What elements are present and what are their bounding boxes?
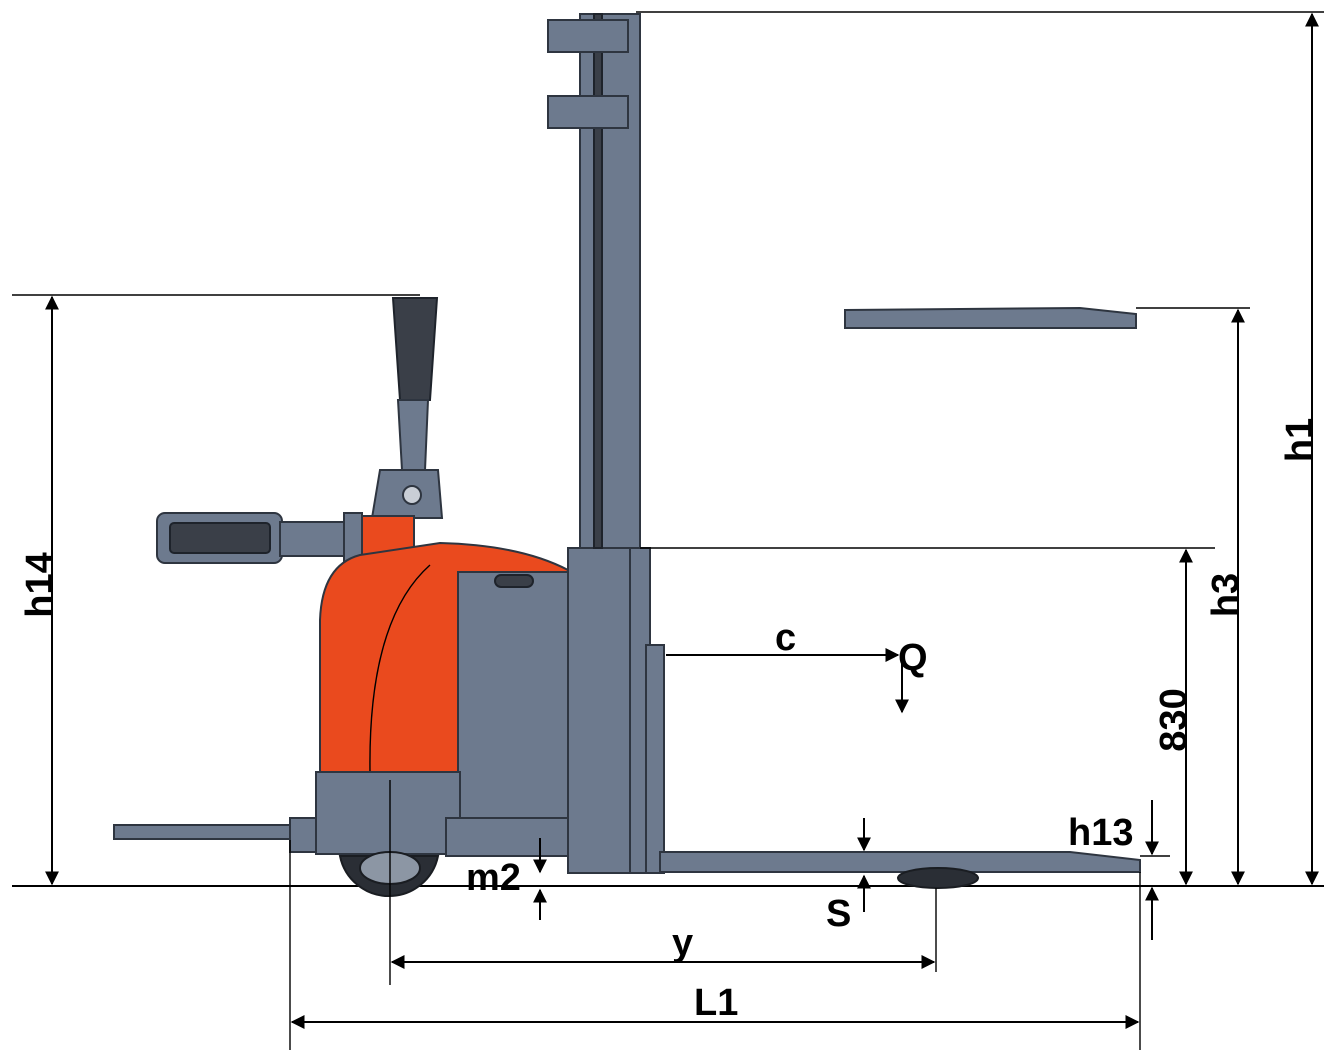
dim-h3: h3 — [1136, 307, 1250, 886]
dim-h13: h13 — [1068, 800, 1170, 940]
dim-830: 830 — [640, 547, 1215, 886]
label-y: y — [672, 922, 693, 964]
label-s: S — [826, 893, 851, 935]
fork-carriage — [645, 644, 665, 874]
drive-wheel — [338, 851, 440, 898]
label-m2: m2 — [466, 857, 521, 899]
raised-fork — [844, 306, 1137, 329]
operator-platform — [113, 824, 295, 840]
dim-s: S — [826, 818, 871, 935]
label-830: 830 — [1153, 688, 1195, 751]
dim-h14: h14 — [12, 294, 420, 886]
label-L1: L1 — [694, 982, 738, 1024]
ground-fork — [659, 851, 1141, 873]
chassis-skirt — [445, 817, 571, 857]
label-h13: h13 — [1068, 812, 1133, 854]
label-Q: Q — [898, 637, 928, 679]
hood-contour — [369, 564, 431, 773]
label-c: c — [775, 617, 796, 659]
stacker-truck — [113, 13, 1141, 898]
tiller-arm — [156, 512, 363, 564]
mast-base — [567, 547, 641, 874]
lower-chassis — [315, 771, 461, 855]
dim-c: c Q — [666, 617, 928, 714]
dim-h1: h1 — [636, 11, 1324, 886]
orange-hood — [319, 541, 569, 773]
dim-y: y — [389, 780, 937, 985]
steering-handle — [361, 297, 444, 559]
load-wheel — [897, 867, 979, 889]
label-h3: h3 — [1205, 573, 1247, 617]
label-h1: h1 — [1279, 418, 1321, 462]
cover-handle — [494, 574, 534, 588]
battery-cover — [457, 571, 569, 821]
label-h14: h14 — [19, 552, 61, 617]
dim-m2: m2 — [466, 838, 547, 920]
dim-L1: L1 — [289, 840, 1141, 1050]
